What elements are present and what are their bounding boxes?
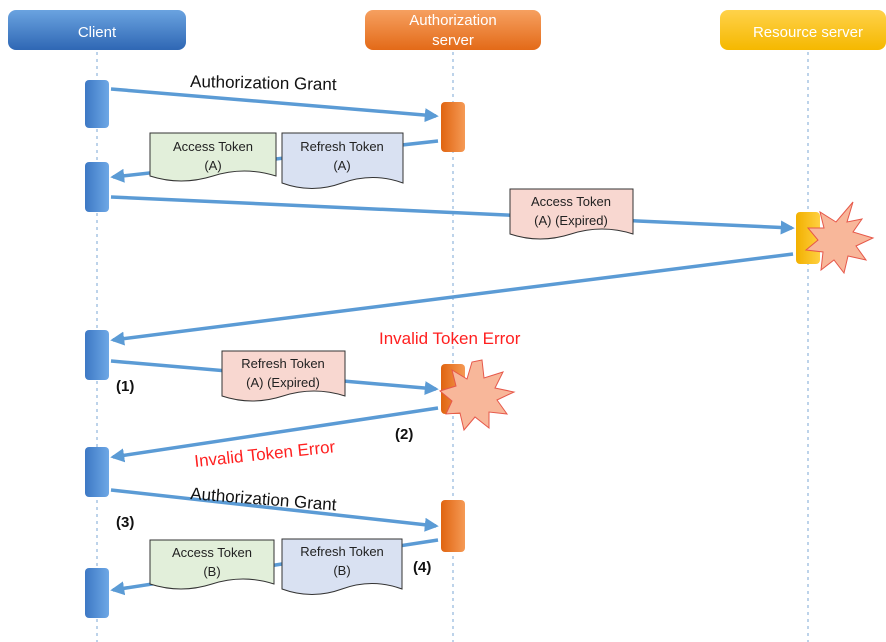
token-access-b: Access Token (B) bbox=[149, 539, 275, 590]
arrow-resource-error bbox=[110, 252, 794, 346]
token-refresh-a: Refresh Token (A) bbox=[281, 132, 404, 189]
token-access-b-line1: Access Token bbox=[172, 545, 252, 560]
token-refresh-a-expired-line2: (A) (Expired) bbox=[246, 375, 320, 390]
token-access-a-line2: (A) bbox=[204, 158, 221, 173]
resource-error-burst bbox=[804, 201, 875, 275]
arrow-access-expired bbox=[110, 195, 795, 235]
arrow-auth-error bbox=[110, 406, 439, 463]
client-activation-2 bbox=[85, 162, 109, 212]
token-refresh-b-line1: Refresh Token bbox=[300, 544, 384, 559]
step-1-label: (1) bbox=[116, 378, 134, 395]
client-activation-4 bbox=[85, 447, 109, 497]
step-2-label: (2) bbox=[395, 426, 413, 443]
auth-error-burst bbox=[438, 359, 516, 432]
token-refresh-b: Refresh Token (B) bbox=[281, 538, 403, 595]
actor-resource-server: Resource server bbox=[720, 10, 886, 50]
arrow-grant-2 bbox=[110, 488, 439, 532]
token-access-a: Access Token (A) bbox=[149, 132, 277, 182]
client-activation-1 bbox=[85, 80, 109, 128]
resource-server-label: Resource server bbox=[753, 24, 863, 41]
step-3-label: (3) bbox=[116, 514, 134, 531]
token-access-a-expired-line1: Access Token bbox=[531, 194, 611, 209]
auth-activation-1 bbox=[441, 102, 465, 152]
client-label: Client bbox=[78, 24, 117, 41]
step-4-label: (4) bbox=[413, 559, 431, 576]
label-grant-1: Authorization Grant bbox=[190, 72, 337, 94]
auth-server-label-line1: Authorization bbox=[409, 12, 497, 29]
client-activation-5 bbox=[85, 568, 109, 618]
label-grant-2: Authorization Grant bbox=[190, 484, 338, 514]
client-activation-3 bbox=[85, 330, 109, 380]
token-refresh-b-line2: (B) bbox=[333, 563, 350, 578]
token-refresh-a-expired: Refresh Token (A) (Expired) bbox=[221, 350, 346, 402]
token-access-a-expired: Access Token (A) (Expired) bbox=[509, 188, 634, 240]
actor-client: Client bbox=[8, 10, 186, 50]
auth-server-label-line2: server bbox=[432, 32, 474, 49]
token-access-a-line1: Access Token bbox=[173, 139, 253, 154]
token-refresh-a-line1: Refresh Token bbox=[300, 139, 384, 154]
token-refresh-a-expired-line1: Refresh Token bbox=[241, 356, 325, 371]
actor-authorization-server: Authorization server bbox=[365, 10, 541, 50]
token-access-a-expired-line2: (A) (Expired) bbox=[534, 213, 608, 228]
label-error-1: Invalid Token Error bbox=[379, 329, 521, 348]
arrow-grant-1 bbox=[110, 87, 439, 123]
token-refresh-a-line2: (A) bbox=[333, 158, 350, 173]
token-access-b-line2: (B) bbox=[203, 564, 220, 579]
auth-activation-3 bbox=[441, 500, 465, 552]
